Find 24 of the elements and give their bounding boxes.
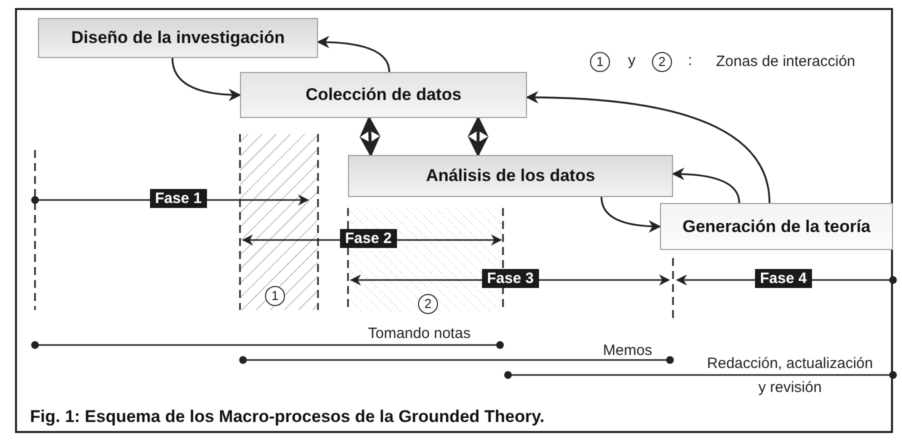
phase-label: Fase 1 (150, 189, 207, 208)
arrow (526, 91, 770, 204)
phase-label: Fase 2 (340, 229, 397, 248)
arrow (600, 196, 662, 233)
separator-text: : (688, 52, 692, 69)
process-box: Análisis de los datos (348, 155, 673, 197)
arrow (359, 116, 380, 158)
callout-number: 1 (590, 52, 610, 72)
process-box: Colección de datos (240, 72, 527, 118)
figure-caption: Fig. 1: Esquema de los Macro-procesos de la Grounded Theory. (30, 407, 545, 427)
timeline-label: Memos (603, 342, 652, 359)
callout-number: 2 (652, 52, 672, 72)
phase-label: Fase 3 (482, 269, 539, 288)
arrow (672, 168, 740, 204)
arrow (172, 58, 242, 102)
timeline-label: Redacción, actualización y revisión (706, 354, 874, 398)
process-box: Generación de la teoría (660, 203, 893, 250)
timeline-label: Tomando notas (368, 325, 471, 342)
legend-text: Zonas de interacción (716, 53, 856, 70)
phase-label: Fase 4 (755, 269, 812, 288)
process-box: Diseño de la investigación (38, 18, 318, 58)
arrow (468, 116, 489, 158)
conjunction-text: y (628, 52, 636, 69)
arrow (316, 36, 390, 72)
